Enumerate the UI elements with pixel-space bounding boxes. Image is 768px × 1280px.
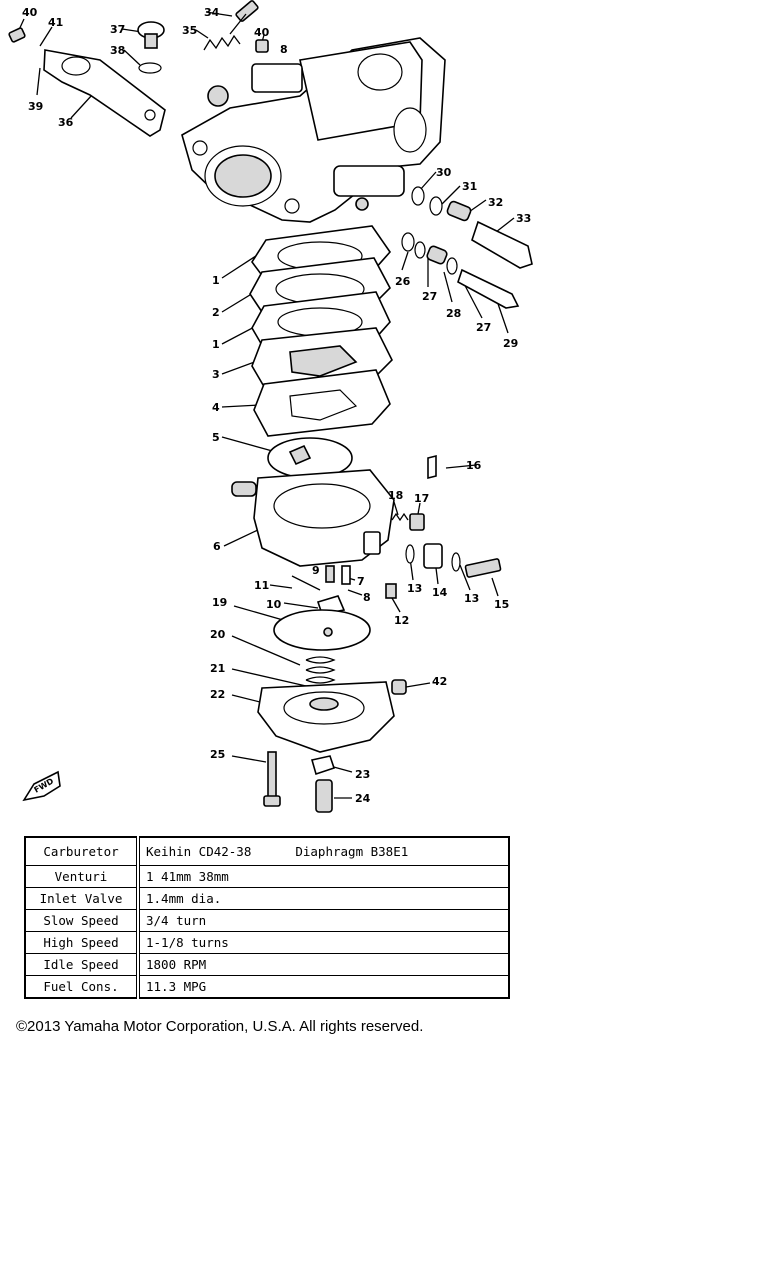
spec-row-carburetor: Carburetor Keihin CD42-38 Diaphragm B38E1 bbox=[24, 836, 510, 866]
spec-value: 11.3 MPG bbox=[137, 975, 510, 999]
pump-diaphragm bbox=[273, 609, 371, 651]
callout-28: 28 bbox=[446, 307, 461, 320]
screw-15 bbox=[464, 558, 502, 578]
screw-42 bbox=[391, 679, 407, 695]
callout-40: 40 bbox=[254, 26, 270, 39]
callout-3: 3 bbox=[212, 368, 220, 381]
callout-9: 9 bbox=[312, 564, 320, 577]
callout-12: 12 bbox=[394, 614, 409, 627]
callout-13: 13 bbox=[464, 592, 479, 605]
carburetor-exploded-diagram: FWD 1 1 2 3 4 5 6 7 8 8 9 10 11 12 13 13… bbox=[8, 0, 533, 813]
callout-15: 15 bbox=[494, 598, 509, 611]
nut-23 bbox=[310, 755, 336, 776]
callout-11: 11 bbox=[254, 579, 269, 592]
screw-34 bbox=[229, 0, 259, 35]
spring-35 bbox=[203, 34, 241, 51]
callout-8: 8 bbox=[280, 43, 288, 56]
spec-value-model: Keihin CD42-38 bbox=[146, 844, 252, 859]
callout-1: 1 bbox=[212, 338, 220, 351]
callout-27: 27 bbox=[422, 290, 437, 303]
needle-assembly-upper bbox=[411, 186, 533, 269]
spec-value: 1.4mm dia. bbox=[137, 887, 510, 910]
callout-34: 34 bbox=[204, 6, 220, 19]
small-screw-40 bbox=[8, 27, 26, 43]
callout-6: 6 bbox=[213, 540, 221, 553]
callout-25: 25 bbox=[210, 748, 225, 761]
callout-35: 35 bbox=[182, 24, 197, 37]
spec-label: Slow Speed bbox=[24, 909, 140, 932]
spec-label: High Speed bbox=[24, 931, 140, 954]
spec-label: Carburetor bbox=[24, 836, 140, 866]
fwd-arrow-icon: FWD bbox=[22, 770, 61, 802]
washers-13 bbox=[405, 544, 461, 572]
gaskets-stack bbox=[249, 225, 393, 479]
callout-10: 10 bbox=[266, 598, 282, 611]
callout-33: 33 bbox=[516, 212, 531, 225]
spec-row-idle-speed: Idle Speed 1800 RPM bbox=[24, 953, 510, 976]
callout-17: 17 bbox=[414, 492, 429, 505]
callout-29: 29 bbox=[503, 337, 518, 350]
callout-40: 40 bbox=[22, 6, 38, 19]
throttle-lever bbox=[43, 49, 166, 137]
spec-value: 1800 RPM bbox=[137, 953, 510, 976]
callout-labels: 1 1 2 3 4 5 6 7 8 8 9 10 11 12 13 13 14 … bbox=[22, 6, 531, 805]
callout-42: 42 bbox=[432, 675, 447, 688]
callout-41: 41 bbox=[48, 16, 63, 29]
spec-row-fuel-cons: Fuel Cons. 11.3 MPG bbox=[24, 975, 510, 999]
callout-20: 20 bbox=[210, 628, 226, 641]
screw-40-small bbox=[255, 39, 269, 53]
callout-1: 1 bbox=[212, 274, 220, 287]
callout-32: 32 bbox=[488, 196, 503, 209]
spec-value: 1-1/8 turns bbox=[137, 931, 510, 954]
spec-row-venturi: Venturi 1 41mm 38mm bbox=[24, 865, 510, 888]
callout-7: 7 bbox=[357, 575, 365, 588]
jet-14 bbox=[423, 543, 443, 569]
callout-23: 23 bbox=[355, 768, 370, 781]
spec-label: Fuel Cons. bbox=[24, 975, 140, 999]
callout-8: 8 bbox=[363, 591, 371, 604]
spec-value: 1 41mm 38mm bbox=[137, 865, 510, 888]
spec-value-diaphragm: Diaphragm B38E1 bbox=[295, 844, 409, 859]
cap-screw-37 bbox=[137, 21, 165, 74]
bolt-25 bbox=[263, 751, 281, 807]
carburetor-body bbox=[181, 37, 446, 223]
callout-39: 39 bbox=[28, 100, 43, 113]
callout-18: 18 bbox=[388, 489, 403, 502]
callout-13: 13 bbox=[407, 582, 422, 595]
callout-21: 21 bbox=[210, 662, 225, 675]
spec-table: Carburetor Keihin CD42-38 Diaphragm B38E1… bbox=[24, 836, 510, 999]
callout-26: 26 bbox=[395, 275, 411, 288]
spec-row-inlet-valve: Inlet Valve 1.4mm dia. bbox=[24, 887, 510, 910]
spec-row-slow-speed: Slow Speed 3/4 turn bbox=[24, 909, 510, 932]
callout-36: 36 bbox=[58, 116, 74, 129]
cover-22 bbox=[257, 681, 395, 753]
callout-4: 4 bbox=[212, 401, 220, 414]
callout-14: 14 bbox=[432, 586, 448, 599]
spec-label: Venturi bbox=[24, 865, 140, 888]
screw-17 bbox=[409, 513, 425, 531]
carburetor-lower-body bbox=[231, 469, 395, 567]
callout-2: 2 bbox=[212, 306, 220, 319]
spring-18 bbox=[391, 512, 409, 522]
callout-16: 16 bbox=[466, 459, 482, 472]
pin-16 bbox=[427, 454, 437, 480]
callout-5: 5 bbox=[212, 431, 220, 444]
copyright-notice: ©2013 Yamaha Motor Corporation, U.S.A. A… bbox=[16, 1018, 424, 1035]
callout-19: 19 bbox=[212, 596, 227, 609]
needle-assembly-lower bbox=[401, 232, 520, 309]
callout-27: 27 bbox=[476, 321, 491, 334]
callout-31: 31 bbox=[462, 180, 477, 193]
spec-value: Keihin CD42-38 Diaphragm B38E1 bbox=[137, 836, 510, 866]
spec-label: Inlet Valve bbox=[24, 887, 140, 910]
callout-38: 38 bbox=[110, 44, 125, 57]
callout-22: 22 bbox=[210, 688, 225, 701]
spec-row-high-speed: High Speed 1-1/8 turns bbox=[24, 931, 510, 954]
spring-20 bbox=[305, 656, 336, 684]
callout-30: 30 bbox=[436, 166, 452, 179]
screw-24 bbox=[315, 779, 333, 813]
spec-label: Idle Speed bbox=[24, 953, 140, 976]
callout-37: 37 bbox=[110, 23, 125, 36]
spec-value: 3/4 turn bbox=[137, 909, 510, 932]
callout-24: 24 bbox=[355, 792, 371, 805]
